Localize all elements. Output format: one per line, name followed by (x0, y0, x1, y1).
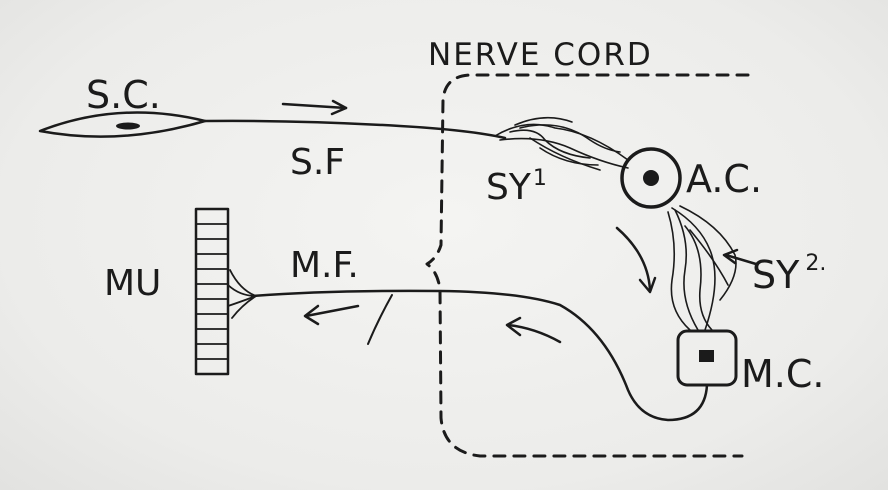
sensory-cell-label: S.C. (86, 73, 161, 117)
association-cell-label: A.C. (686, 157, 763, 201)
nerve-cord-boundary (425, 73, 750, 458)
motor-fiber-label: M.F. (290, 245, 359, 286)
motor-fiber (250, 289, 709, 422)
association-to-motor-arrow (615, 226, 657, 294)
muscle-label: MU (104, 263, 162, 304)
sensory-cell-nucleus (116, 122, 140, 130)
sensory-direction-arrow (281, 99, 348, 116)
synapse-1-label: SY1 (486, 168, 547, 206)
synapse-2-branches (667, 205, 737, 331)
sensory-fiber (203, 119, 507, 140)
synapse-2-text: SY (752, 253, 800, 297)
motor-direction-arrow-outer (303, 304, 360, 326)
motor-fiber-branch (367, 294, 393, 345)
sensory-fiber-label: S.F (290, 142, 346, 183)
synapse-2-pointer-arrow (722, 248, 758, 266)
motor-cell-nucleus (699, 350, 714, 362)
association-cell (620, 147, 682, 209)
motor-direction-arrow-inner (505, 316, 562, 344)
nerve-cord-label: NERVE CORD (428, 37, 653, 73)
motor-end-plate (227, 269, 257, 319)
synapse-1-branches (494, 116, 629, 171)
synapse-1-text: SY (486, 167, 531, 208)
synapse-1-sup: 1 (532, 166, 547, 191)
muscle (194, 207, 230, 376)
motor-cell-label: M.C. (741, 352, 825, 396)
synapse-2-sup: 2. (805, 251, 827, 276)
association-cell-nucleus (643, 170, 659, 186)
